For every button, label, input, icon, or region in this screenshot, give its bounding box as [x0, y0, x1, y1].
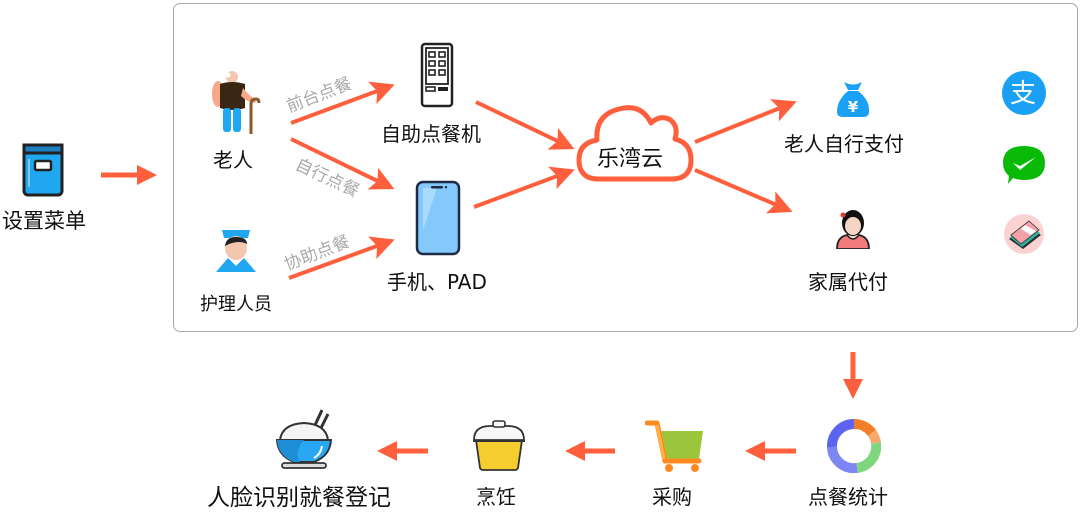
alipay-icon: 支	[1002, 71, 1046, 119]
pipeline-label-purchase: 采购	[652, 485, 692, 509]
phone-icon	[415, 180, 461, 260]
actor-label-elder: 老人	[213, 148, 253, 172]
arrow-kiosk-to-cloud	[475, 100, 575, 150]
menu-book-icon	[22, 143, 64, 201]
arrow-nurse-to-mobile	[288, 236, 395, 280]
currency-symbol: ¥	[848, 98, 859, 116]
arrow-mobile-to-cloud	[473, 166, 575, 209]
family-member-icon	[833, 207, 873, 253]
shopping-cart-icon	[644, 419, 707, 477]
ordering-flow-container	[173, 3, 1078, 332]
actor-label-nurse: 护理人员	[200, 294, 272, 315]
rice-bowl-icon	[274, 408, 334, 474]
arrow-cloud-to-family-pay	[694, 168, 793, 214]
start-label: 设置菜单	[2, 209, 86, 233]
cloud-label: 乐湾云	[597, 147, 664, 172]
payment-label-family-pay: 家属代付	[808, 270, 888, 294]
arrow-elder-to-mobile	[290, 137, 395, 190]
device-label-mobile: 手机、PAD	[387, 270, 487, 294]
pipeline-label-dining: 人脸识别就餐登记	[207, 485, 391, 511]
wechat-pay-icon	[1001, 144, 1047, 190]
money-bag-icon: ¥	[835, 80, 871, 122]
donut-chart-icon	[827, 418, 882, 477]
cash-icon	[1003, 213, 1045, 259]
kiosk-icon	[420, 42, 454, 112]
alipay-glyph: 支	[1010, 79, 1036, 109]
pipeline-label-stats: 点餐统计	[808, 485, 888, 509]
device-label-kiosk: 自助点餐机	[381, 122, 481, 146]
arrow-cloud-to-self-pay	[694, 99, 797, 144]
nurse-icon	[214, 226, 258, 278]
arrow-elder-to-kiosk	[290, 81, 395, 125]
cooking-pot-icon	[470, 418, 528, 476]
payment-label-self-pay: 老人自行支付	[784, 132, 904, 156]
elderly-person-icon	[211, 70, 261, 138]
cloud-icon	[573, 97, 697, 191]
pipeline-label-cooking: 烹饪	[476, 485, 516, 509]
